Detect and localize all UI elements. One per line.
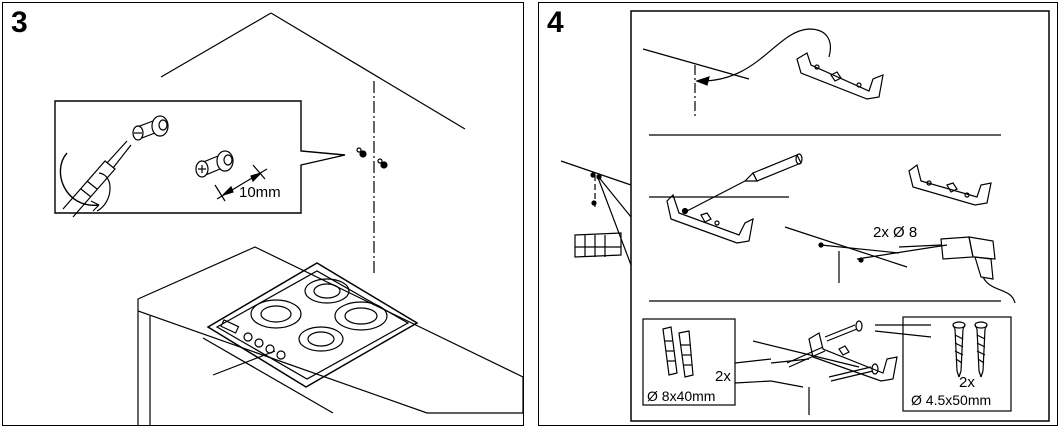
screw-size-label: Ø 4.5x50mm [911,392,991,408]
screw-icon [132,115,169,141]
hob-icon [206,262,419,388]
step-4-illustration: 2x Ø 8 2x Ø 8x40mm 2x Ø 4.5x50mm [560,10,1050,422]
screw-depth-label: 10mm [239,184,281,201]
plug-size-label: Ø 8x40mm [647,388,715,404]
drill-icon [898,236,1016,304]
step-3-illustration: 10mm [54,12,524,425]
bracket-icon [796,52,884,100]
bracket-icon [808,332,898,382]
screw-icon [786,320,879,382]
pencil-icon [743,153,803,182]
screwdriver-icon [59,140,132,218]
plug-count-label: 2x [715,368,731,385]
step-4-panel: 4 [538,2,1058,426]
screw-count-label: 2x [959,374,975,391]
screw-icon [974,321,988,378]
wall-plug-icon [662,326,694,378]
drill-spec-label: 2x Ø 8 [873,224,917,241]
detail-frame [630,10,1050,422]
bracket-icon [908,163,992,206]
hood-icon [574,232,622,258]
step-number: 4 [547,6,564,39]
bracket-icon [666,193,754,244]
step-3-panel: 3 [2,2,524,426]
screw-icon [952,321,966,378]
screw-icon [195,150,234,178]
step-number: 3 [11,6,28,39]
